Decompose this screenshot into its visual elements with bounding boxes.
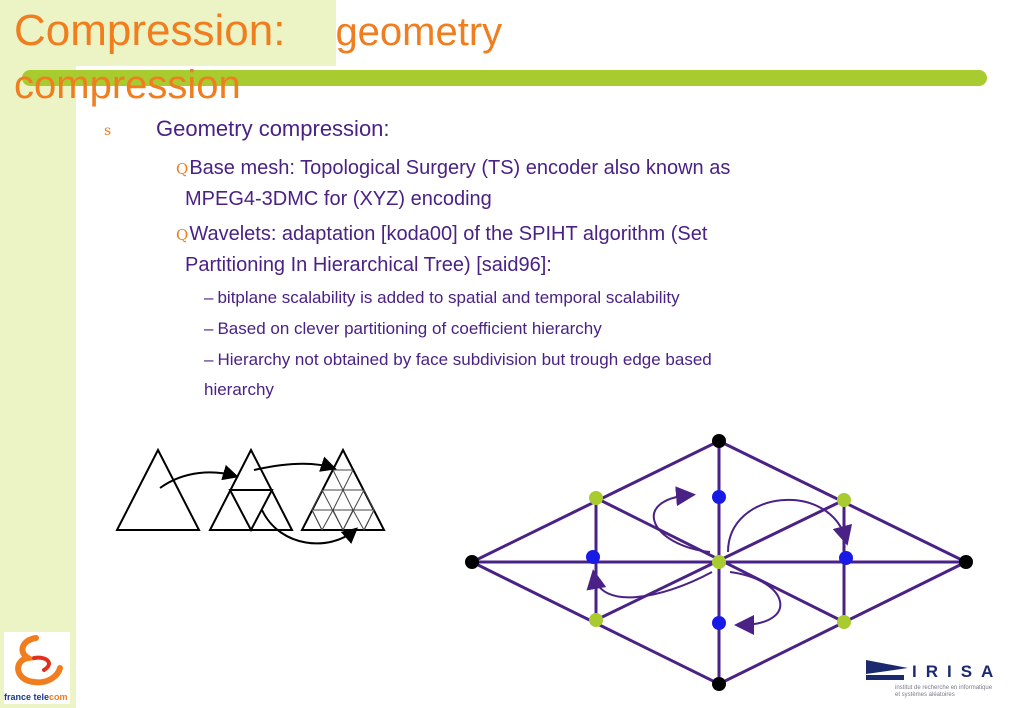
arrow-curve-1 <box>159 464 239 489</box>
slide-title: Compression: geometry compression <box>14 8 714 108</box>
bullet-text: Geometry compression: <box>156 116 390 141</box>
bullet-marker-icon: s <box>104 123 112 139</box>
vertex-green <box>837 493 851 507</box>
france-telecom-label: france telecom <box>4 692 76 702</box>
dash-marker-icon: – <box>204 288 214 307</box>
bullet-text-continued: hierarchy <box>204 380 274 399</box>
triangle-level0 <box>115 447 201 531</box>
bullet-level3-hierarchy: –Hierarchy not obtained by face subdivis… <box>204 345 854 405</box>
bullet-text: Hierarchy not obtained by face subdivisi… <box>217 350 712 369</box>
vertex-green-center <box>712 555 726 569</box>
bullet-marker-icon: Q <box>176 160 189 178</box>
bullet-text: Wavelets: adaptation [koda00] of the SPI… <box>189 223 708 245</box>
bullet-text-continued: MPEG4-3DMC for (XYZ) encoding <box>185 188 492 210</box>
france-telecom-logo: france telecom <box>4 632 70 704</box>
irisa-subtitle-line1: institut de recherche en informatique <box>895 685 993 691</box>
mesh-rotation-arrows <box>586 486 853 635</box>
title-part-2: geometry <box>335 10 503 54</box>
title-part-3: compression <box>14 63 241 107</box>
mesh-vertices <box>465 434 973 691</box>
dash-marker-icon: – <box>204 350 214 369</box>
irisa-subtitle-line2: et systèmes aléatoires <box>895 692 955 698</box>
bullet-level3-bitplane: –bitplane scalability is added to spatia… <box>204 283 854 313</box>
arrow-curve-3 <box>261 509 359 545</box>
bullet-text-continued: Partitioning In Hierarchical Tree) [said… <box>185 254 552 276</box>
bullet-level2-base-mesh: QBase mesh: Topological Surgery (TS) enc… <box>176 153 856 214</box>
vertex-black <box>712 434 726 448</box>
france-telecom-suffix: com <box>49 692 68 702</box>
vertex-black <box>465 555 479 569</box>
arrow-curve-2 <box>253 456 337 472</box>
triangle-level2-grid <box>311 469 375 531</box>
vertex-black <box>959 555 973 569</box>
vertex-green <box>589 613 603 627</box>
irisa-logo-mark-icon <box>866 660 908 680</box>
bullet-marker-icon: Q <box>176 226 189 244</box>
france-telecom-name: france tele <box>4 692 50 702</box>
title-decor-band <box>0 0 336 66</box>
vertex-blue <box>712 616 726 630</box>
bullet-text: bitplane scalability is added to spatial… <box>217 288 680 307</box>
vertex-green <box>837 615 851 629</box>
irisa-logo-text: IRISA <box>912 662 1002 681</box>
bullet-level3-partitioning: –Based on clever partitioning of coeffic… <box>204 314 854 344</box>
bullet-text: Base mesh: Topological Surgery (TS) enco… <box>189 157 731 179</box>
bullet-level2-wavelets: QWavelets: adaptation [koda00] of the SP… <box>176 219 856 280</box>
vertex-blue <box>712 490 726 504</box>
bullet-text: Based on clever partitioning of coeffici… <box>217 319 602 338</box>
title-part-1: Compression: <box>14 6 286 55</box>
title-underline-bar <box>22 70 987 86</box>
left-decor-band <box>0 0 76 708</box>
vertex-blue <box>586 550 600 564</box>
vertex-green <box>589 491 603 505</box>
vertex-blue <box>839 551 853 565</box>
vertex-black <box>712 677 726 691</box>
france-telecom-swirl-icon <box>15 635 63 686</box>
dash-marker-icon: – <box>204 319 214 338</box>
triangle-level1-inner <box>228 489 274 533</box>
irisa-subtitle: institut de recherche en informatique et… <box>895 685 1023 699</box>
